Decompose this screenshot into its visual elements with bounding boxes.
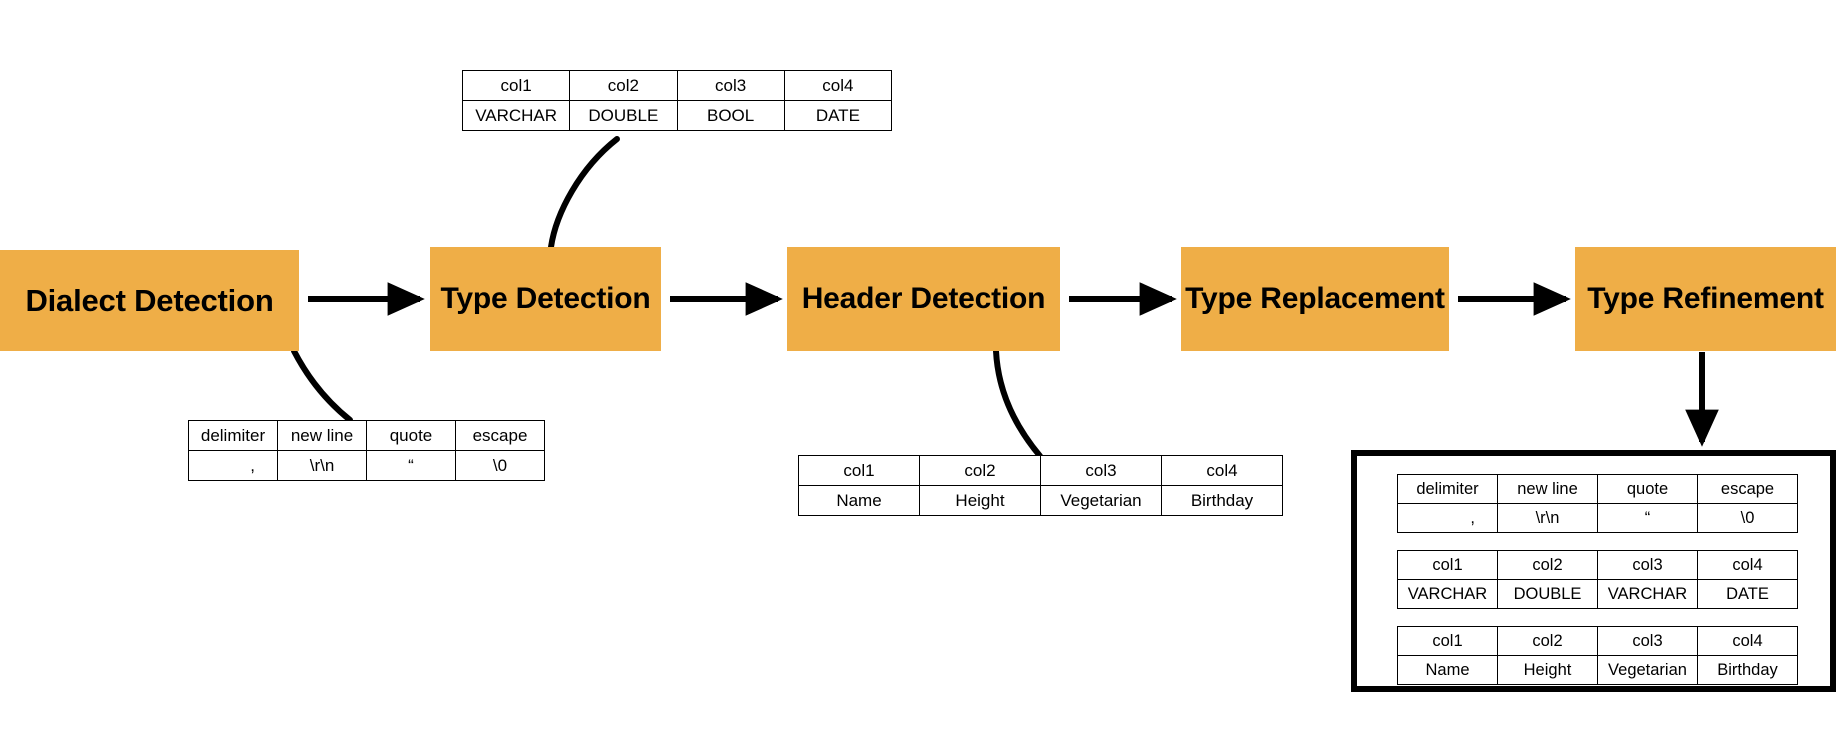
table-header-cell: escape [1697,474,1798,504]
table-header-cell: delimiter [188,420,278,451]
table-header-cell: col3 [1040,455,1162,486]
stage-header-detection[interactable]: Header Detection [787,247,1060,351]
table-value-cell: VARCHAR [1397,579,1498,609]
table-header-cell: new line [1497,474,1598,504]
table-header-cell: col4 [1697,550,1798,580]
table-header-cell: escape [455,420,545,451]
table-value-cell: Height [919,485,1041,516]
connector-headerdetection-to-table [993,348,1043,459]
table-value-cell: \0 [455,450,545,481]
table-header-cell: col1 [798,455,920,486]
table-value-cell: “ [366,450,456,481]
table-header-cell: col3 [1597,550,1698,580]
table-value-cell: Vegetarian [1040,485,1162,516]
table-header-cell: col2 [919,455,1041,486]
table-value-cell: BOOL [676,100,785,131]
table-value-cell: Name [1397,655,1498,685]
table-value-cell: Birthday [1161,485,1283,516]
table-value-cell: DOUBLE [569,100,678,131]
stage-type-detection[interactable]: Type Detection [430,247,661,351]
table-header-cell: col1 [461,70,571,101]
table-value-cell: , [188,450,278,481]
table-value-cell: Vegetarian [1597,655,1698,685]
table-header-cell: col3 [676,70,785,101]
stage-label: Dialect Detection [25,282,274,318]
table-value-cell: , [1397,503,1498,533]
table-header-cell: col4 [1697,626,1798,656]
table-value-cell: \r\n [277,450,367,481]
table-header-cell: quote [1597,474,1698,504]
connector-dialect-to-table [291,348,353,423]
table-header-cell: col2 [569,70,678,101]
table-header-cell: col4 [1161,455,1283,486]
table-value-cell: VARCHAR [1597,579,1698,609]
table-header-cell: col2 [1497,550,1598,580]
table-header-cell: quote [366,420,456,451]
table-value-cell: Birthday [1697,655,1798,685]
table-header-cell: col1 [1397,550,1498,580]
table-value-cell: DOUBLE [1497,579,1598,609]
connector-typedetection-to-table [548,136,620,250]
stage-label: Type Refinement [1587,282,1824,315]
stage-label: Type Replacement [1185,282,1445,315]
table-value-cell: VARCHAR [461,100,571,131]
table-header-cell: new line [277,420,367,451]
table-value-row: ,\r\n“\0 [1397,503,1798,533]
table-value-cell: \r\n [1497,503,1598,533]
stage-label: Type Detection [440,282,651,315]
table-value-cell: \0 [1697,503,1798,533]
table-value-cell: DATE [783,100,893,131]
stage-type-replacement[interactable]: Type Replacement [1181,247,1449,351]
table-value-cell: Height [1497,655,1598,685]
table-value-cell: DATE [1697,579,1798,609]
table-header-cell: col4 [783,70,893,101]
table-value-row: ,\r\n“\0 [188,450,545,481]
table-header-cell: col2 [1497,626,1598,656]
table-header-cell: col1 [1397,626,1498,656]
stage-label: Header Detection [801,282,1046,315]
table-value-cell: “ [1597,503,1698,533]
table-value-cell: Name [798,485,920,516]
table-header-cell: delimiter [1397,474,1498,504]
table-header-cell: col3 [1597,626,1698,656]
stage-dialect-detection[interactable]: Dialect Detection [0,250,299,351]
stage-type-refinement[interactable]: Type Refinement [1575,247,1836,351]
